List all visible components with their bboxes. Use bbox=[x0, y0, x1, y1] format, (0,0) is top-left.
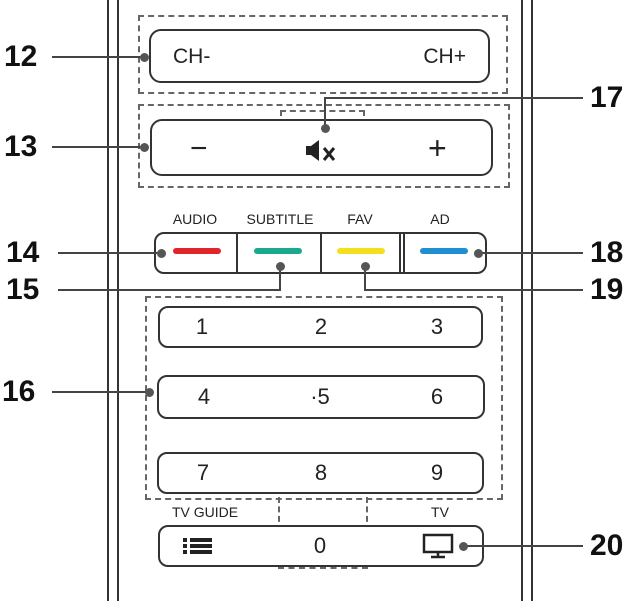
callout-12: 12 bbox=[4, 40, 38, 73]
volume-down-label[interactable]: − bbox=[190, 132, 208, 165]
key-6[interactable]: 6 bbox=[430, 384, 444, 409]
remote-right-edge-inner bbox=[521, 0, 523, 601]
bottom-row-button bbox=[158, 525, 484, 567]
volume-up-label[interactable]: + bbox=[428, 130, 447, 166]
key-4[interactable]: 4 bbox=[197, 384, 211, 409]
callout-20: 20 bbox=[590, 529, 624, 562]
callout-17: 17 bbox=[590, 81, 624, 114]
channel-up-label[interactable]: CH+ bbox=[423, 45, 466, 68]
callout-dot-20 bbox=[458, 541, 468, 551]
callout-dot-12 bbox=[139, 52, 149, 62]
callout-dot-16 bbox=[144, 387, 154, 397]
fav-label: FAV bbox=[347, 211, 373, 227]
key-3[interactable]: 3 bbox=[430, 314, 444, 339]
remote-left-edge-inner bbox=[117, 0, 119, 601]
remote-left-edge-outer bbox=[107, 0, 109, 601]
callout-14: 14 bbox=[6, 236, 40, 269]
tv-monitor-icon[interactable] bbox=[421, 533, 459, 559]
channel-down-label[interactable]: CH- bbox=[173, 45, 211, 68]
subtitle-green-key[interactable] bbox=[254, 248, 302, 254]
callout-18: 18 bbox=[590, 236, 624, 269]
tv-label: TV bbox=[431, 504, 449, 520]
key-5[interactable]: ·5 bbox=[310, 384, 330, 409]
ad-blue-key[interactable] bbox=[420, 248, 468, 254]
key-0[interactable]: 0 bbox=[313, 533, 327, 558]
color-key-divider bbox=[399, 234, 401, 272]
callout-13: 13 bbox=[4, 130, 38, 163]
color-key-divider bbox=[320, 234, 322, 272]
callout-16: 16 bbox=[2, 375, 36, 408]
key-9[interactable]: 9 bbox=[430, 460, 444, 485]
callout-19: 19 bbox=[590, 273, 624, 306]
callout-dot-13 bbox=[139, 142, 149, 152]
callout-dot-15 bbox=[275, 261, 285, 271]
channel-group-outline bbox=[138, 15, 508, 94]
callout-dot-18 bbox=[473, 248, 483, 258]
remote-right-edge-outer bbox=[531, 0, 533, 601]
fav-yellow-key[interactable] bbox=[337, 248, 385, 254]
subtitle-label: SUBTITLE bbox=[246, 211, 314, 227]
audio-label: AUDIO bbox=[172, 211, 218, 227]
numpad-row-1 bbox=[158, 306, 483, 348]
key-2[interactable]: 2 bbox=[314, 314, 328, 339]
callout-dot-19 bbox=[360, 261, 370, 271]
tv-guide-label: TV GUIDE bbox=[171, 504, 239, 520]
key-1[interactable]: 1 bbox=[195, 314, 209, 339]
audio-red-key[interactable] bbox=[173, 248, 221, 254]
mute-icon[interactable] bbox=[302, 136, 342, 166]
callout-15: 15 bbox=[6, 273, 40, 306]
numpad-row-3 bbox=[157, 452, 484, 494]
key-7[interactable]: 7 bbox=[196, 460, 210, 485]
callout-dot-14 bbox=[156, 248, 166, 258]
callout-dot-17 bbox=[320, 123, 330, 133]
ad-label: AD bbox=[430, 211, 450, 227]
numpad-row-2 bbox=[157, 375, 485, 419]
color-key-divider bbox=[236, 234, 238, 272]
key-8[interactable]: 8 bbox=[314, 460, 328, 485]
numpad-group-outline bbox=[145, 296, 503, 500]
color-key-divider bbox=[403, 234, 405, 272]
channel-button[interactable]: CH- CH+ bbox=[149, 29, 490, 83]
list-icon[interactable] bbox=[182, 536, 216, 556]
